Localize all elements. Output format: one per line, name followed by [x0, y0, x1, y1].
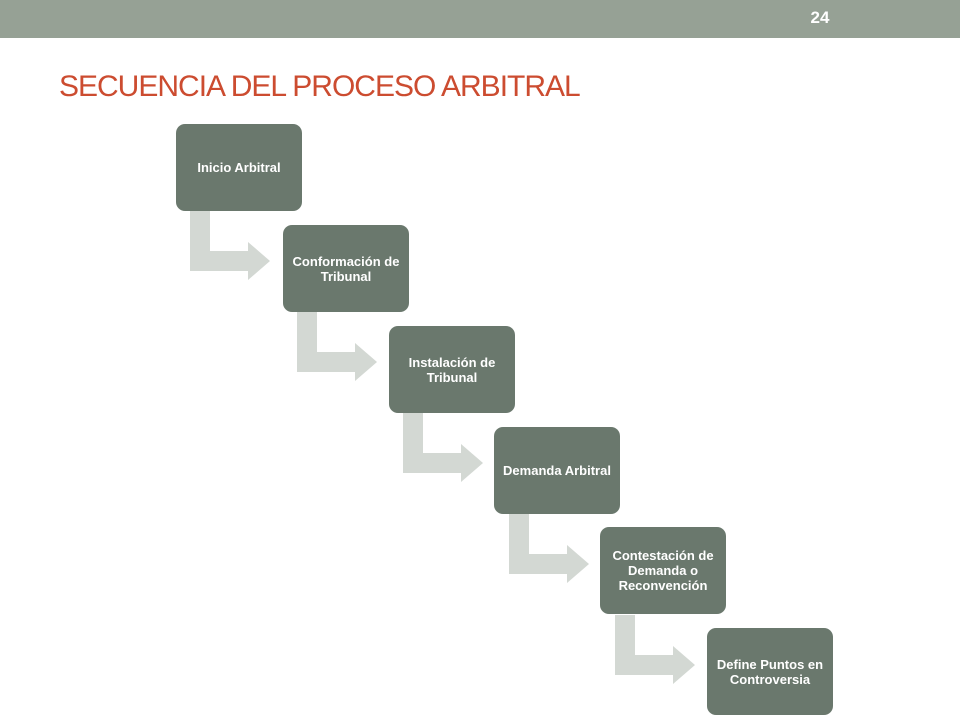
page-number: 24: [810, 8, 830, 27]
connector-arrow-1: [190, 211, 270, 280]
top-bar: 24: [0, 0, 960, 38]
process-step-label: Demanda Arbitral: [503, 463, 611, 478]
process-step-instalacion-tribunal: Instalación de Tribunal: [389, 326, 515, 413]
slide-title: SECUENCIA DEL PROCESO ARBITRAL: [59, 70, 581, 103]
process-step-define-puntos: Define Puntos en Controversia: [707, 628, 833, 715]
process-step-label: Contestación de Demanda o Reconvención: [612, 548, 714, 593]
process-step-conformacion-tribunal: Conformación de Tribunal: [283, 225, 409, 312]
process-step-label: Define Puntos en Controversia: [716, 656, 824, 687]
process-step-inicio-arbitral: Inicio Arbitral: [176, 124, 302, 211]
connector-arrow-5: [615, 615, 695, 684]
connector-arrow-2: [297, 312, 377, 381]
process-step-label: Conformación de Tribunal: [292, 253, 400, 284]
connector-arrow-3: [403, 413, 483, 482]
connector-arrow-4: [509, 514, 589, 583]
process-step-demanda-arbitral: Demanda Arbitral: [494, 427, 620, 514]
process-step-label: Inicio Arbitral: [197, 160, 281, 175]
process-step-contestacion-demanda: Contestación de Demanda o Reconvención: [600, 527, 726, 614]
process-step-label: Instalación de Tribunal: [408, 354, 496, 385]
